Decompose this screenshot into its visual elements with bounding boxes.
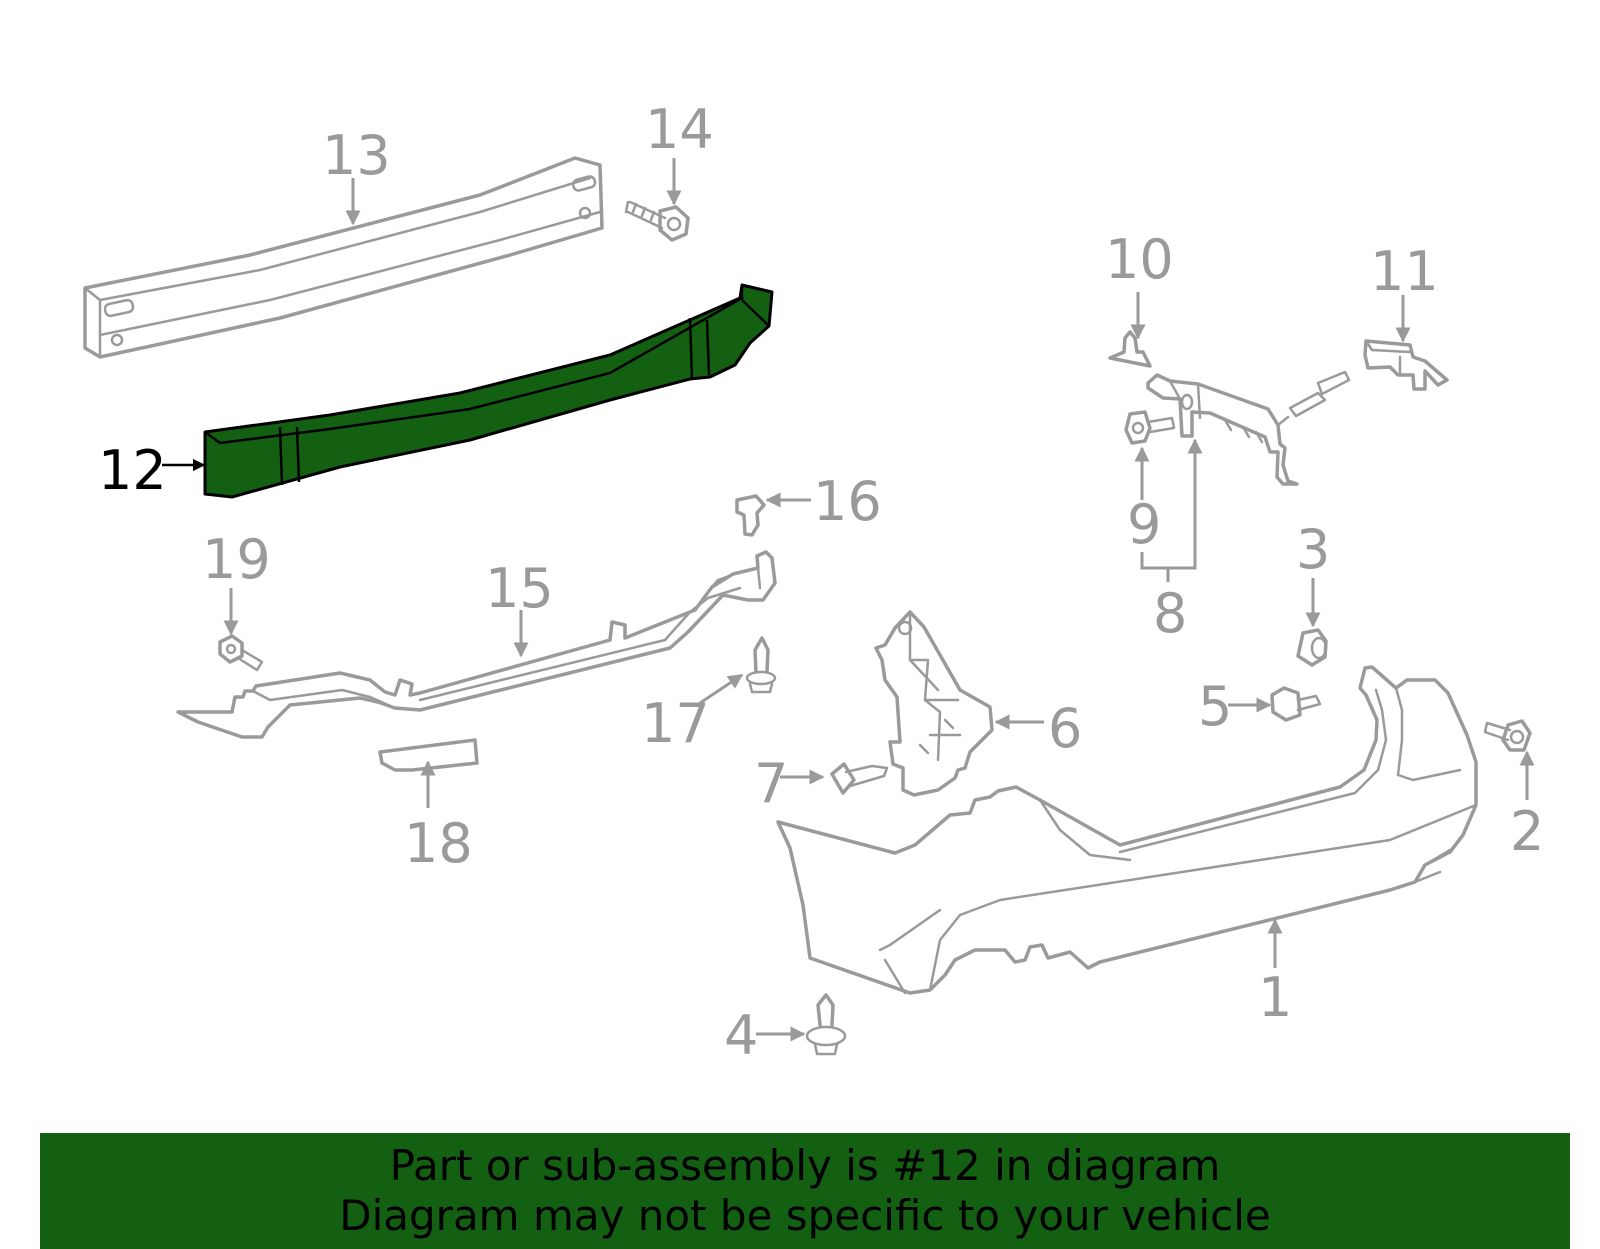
part-16-clip[interactable] [735,494,766,537]
callout-11: 11 [1370,240,1439,303]
callout-1: 1 [1258,966,1292,1029]
part-18-cover[interactable] [378,738,479,772]
callout-9: 9 [1127,493,1161,556]
callout-4: 4 [724,1004,758,1067]
leader-lines [162,158,1535,1042]
part-15-lower-bracket[interactable] [176,550,777,739]
callout-5: 5 [1198,675,1232,738]
callout-16: 16 [813,470,882,533]
callout-19: 19 [202,528,271,591]
info-banner: Part or sub-assembly is #12 in diagram D… [40,1133,1570,1249]
callout-6: 6 [1048,697,1082,760]
part-3-nut[interactable] [1296,628,1328,667]
part-7-clip[interactable] [830,762,889,795]
part-8-side-bracket[interactable] [1146,370,1351,486]
part-14-bolt[interactable] [624,200,690,242]
part-12-energy-absorber-highlighted[interactable] [203,283,774,499]
callout-18: 18 [404,812,473,875]
callout-3: 3 [1296,518,1330,581]
part-10-clip[interactable] [1108,330,1152,368]
part-11-bracket[interactable] [1363,339,1449,391]
callout-10: 10 [1105,228,1174,291]
callout-17: 17 [641,692,710,755]
part-5-clip[interactable] [1270,686,1322,722]
part-2-bolt[interactable] [1483,719,1532,752]
callout-2: 2 [1510,800,1544,863]
banner-line-disclaimer: Diagram may not be specific to your vehi… [339,1191,1271,1240]
callout-8: 8 [1153,582,1187,645]
callout-15: 15 [485,557,554,620]
part-4-clip[interactable] [805,993,847,1056]
callout-14: 14 [645,98,714,161]
callout-13: 13 [322,124,391,187]
part-17-clip[interactable] [745,636,777,694]
part-1-bumper-cover[interactable] [776,665,1478,995]
part-13-reinforcement-bar[interactable] [83,156,604,359]
part-6-side-retainer[interactable] [874,610,994,797]
callout-7: 7 [754,752,788,815]
part-9-bolt[interactable] [1124,410,1176,445]
part-19-bolt[interactable] [218,634,264,672]
banner-line-part-number: Part or sub-assembly is #12 in diagram [389,1141,1221,1190]
callout-12-highlighted: 12 [98,439,167,502]
